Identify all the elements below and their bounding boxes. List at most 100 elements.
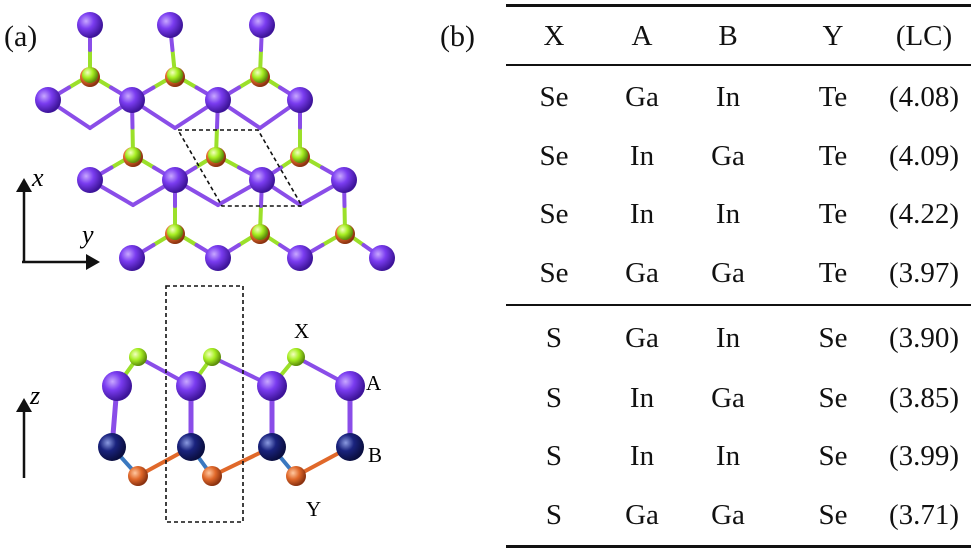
table-cell: Ga — [711, 381, 745, 414]
table-cell: In — [629, 439, 655, 472]
table-cell: S — [545, 381, 563, 414]
atom-purple — [335, 371, 365, 401]
table-cell: (3.99) — [888, 439, 960, 472]
atom-green — [287, 348, 305, 366]
table-cell: Se — [818, 498, 848, 531]
table-bottom-rule — [506, 545, 971, 548]
table-cell: (3.85) — [888, 381, 960, 414]
table-cell: In — [715, 321, 741, 354]
atom-green — [252, 67, 268, 83]
atom-navy — [258, 433, 286, 461]
top-view-bonds — [46, 23, 384, 260]
layer-label-y: Y — [306, 497, 321, 521]
table-cell: Se — [818, 381, 848, 414]
axis-y-label: y — [79, 220, 94, 249]
table-cell: Ga — [625, 321, 659, 354]
table-cell: Se — [539, 139, 569, 172]
atom-green — [125, 147, 141, 163]
table-top-rule — [506, 4, 971, 7]
atom-navy — [98, 433, 126, 461]
table-cell: Ga — [711, 498, 745, 531]
atom-purple — [157, 12, 183, 38]
table-header-row: X A B Y (LC) — [506, 11, 971, 61]
unit-cell-side — [165, 285, 244, 523]
table-cell: Ga — [625, 80, 659, 113]
atom-green — [129, 348, 147, 366]
table-header-cell: A — [631, 19, 653, 52]
layer-label-b: B — [368, 443, 382, 467]
table-group-rule — [506, 304, 971, 306]
table-header-cell: B — [718, 19, 738, 52]
table-row: Se Ga In Te (4.08) — [506, 72, 971, 122]
table-header-cell: Y — [822, 19, 844, 52]
atom-purple — [287, 245, 313, 271]
table-cell: In — [629, 197, 655, 230]
atom-green — [337, 224, 353, 240]
table-cell: In — [715, 197, 741, 230]
atom-purple — [205, 87, 231, 113]
atom-purple — [331, 167, 357, 193]
table-row: S Ga Ga Se (3.71) — [506, 490, 971, 540]
atom-purple — [257, 371, 287, 401]
table-cell: S — [545, 321, 563, 354]
atom-green — [167, 224, 183, 240]
layer-label-a: A — [366, 371, 382, 395]
top-view-atoms — [35, 12, 395, 271]
axis-y-arrow — [22, 254, 100, 270]
atom-purple — [369, 245, 395, 271]
table-header-cell: X — [543, 19, 565, 52]
table-cell: Se — [539, 80, 569, 113]
table-cell: In — [715, 439, 741, 472]
atom-navy — [336, 433, 364, 461]
table-cell: Te — [818, 197, 848, 230]
table-cell: Ga — [625, 498, 659, 531]
table-cell: Ga — [711, 139, 745, 172]
atom-orange — [202, 466, 222, 486]
atom-orange — [286, 466, 306, 486]
atom-purple — [35, 87, 61, 113]
table-cell: In — [629, 139, 655, 172]
table-cell: (3.71) — [888, 498, 960, 531]
table-header-cell: (LC) — [895, 19, 953, 52]
crystal-structure-figure: x y z X A B Y — [16, 12, 395, 523]
table-cell: S — [545, 498, 563, 531]
axis-x-label: x — [31, 163, 44, 192]
atom-purple — [119, 245, 145, 271]
atom-green — [208, 147, 224, 163]
table-cell: (4.09) — [888, 139, 960, 172]
table-cell: (4.08) — [888, 80, 960, 113]
table-cell: Ga — [625, 256, 659, 289]
atom-purple — [287, 87, 313, 113]
table-cell: S — [545, 439, 563, 472]
side-view-atoms — [98, 348, 365, 486]
panel-label-b: (b) — [440, 20, 475, 53]
atom-green — [252, 224, 268, 240]
atom-purple — [102, 371, 132, 401]
table-cell: In — [715, 80, 741, 113]
axis-z-arrow — [16, 398, 32, 478]
panel-label-a: (a) — [4, 20, 38, 53]
atom-green — [292, 147, 308, 163]
atom-green — [82, 67, 98, 83]
table-header-rule — [506, 64, 971, 66]
table-cell: Te — [818, 80, 848, 113]
table-cell: Se — [818, 321, 848, 354]
table-cell: (3.97) — [888, 256, 960, 289]
table-row: S Ga In Se (3.90) — [506, 313, 971, 363]
atom-navy — [177, 433, 205, 461]
atom-green — [203, 348, 221, 366]
atom-purple — [77, 12, 103, 38]
table-cell: Se — [539, 256, 569, 289]
layer-label-x: X — [294, 319, 309, 343]
atom-purple — [119, 87, 145, 113]
atom-purple — [205, 245, 231, 271]
atom-purple — [249, 12, 275, 38]
table-cell: (3.90) — [888, 321, 960, 354]
table-cell: Se — [539, 197, 569, 230]
